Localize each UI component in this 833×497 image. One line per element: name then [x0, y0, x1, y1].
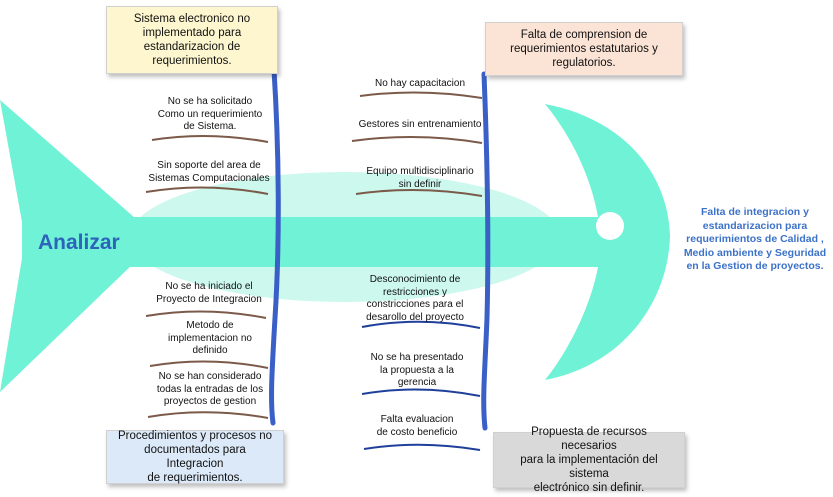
cause-text-line: constricciones para el — [366, 299, 464, 310]
category-text-line: Sistema electronico no — [133, 13, 251, 25]
twig-bottom-left-3 — [147, 411, 269, 419]
rib-bone-left — [269, 67, 281, 426]
cause-text-line: No se ha presentado — [370, 352, 464, 363]
cause-text-line: gerencia — [397, 377, 437, 388]
cause-text-line: Falta evaluacion — [380, 414, 454, 425]
category-box-top-right: Falta de comprension de requerimientos es… — [485, 22, 683, 76]
spine-label: Analizar — [38, 231, 120, 254]
effect-text-line: estandarizacion para — [702, 219, 808, 232]
twig-top-right-3 — [355, 188, 483, 197]
category-text-line: requerimientos estatutarios y — [510, 43, 658, 55]
twig-top-right-1 — [359, 91, 483, 99]
twig-top-left-1 — [151, 134, 269, 143]
category-box-bottom-left: Procedimientos y procesos no documentados… — [106, 430, 284, 484]
fish-spine — [22, 217, 552, 267]
cause-text-line: Metodo de — [186, 320, 234, 331]
twig-bottom-left-1 — [145, 310, 267, 319]
cause-text-line: todas la entradas de los — [156, 383, 264, 395]
category-text-line: regulatorios. — [552, 57, 616, 69]
category-text-line: Propuesta de recursos necesarios — [531, 426, 647, 452]
category-text-line: documentados para Integracion — [144, 444, 246, 470]
category-text-line: estandarizacion de — [143, 41, 241, 53]
cause-text-line: Gestores sin entrenamiento — [358, 119, 482, 130]
cause-text-line: Proyecto de Integracion — [156, 293, 262, 305]
cause-text-line: implementacion no — [168, 332, 252, 344]
category-text-line: de requerimientos. — [147, 472, 243, 484]
twig-bottom-right-3 — [363, 443, 481, 451]
cause-text-line: la propuesta a la — [380, 364, 454, 376]
twig-bottom-right-2 — [361, 388, 481, 397]
category-text-line: implementado para — [142, 27, 242, 39]
category-text-line: electrónico sin definir. — [533, 482, 645, 494]
twig-top-left-2 — [145, 186, 269, 195]
cause-top-right-1: No hay capacitacion — [350, 78, 490, 91]
fish-head — [540, 104, 670, 380]
cause-text-line: restricciones y — [383, 286, 447, 298]
cause-text-line: Equipo multidisciplinario — [366, 166, 474, 177]
category-text-line: requerimientos. — [152, 55, 232, 67]
effect-text-line: en la Gestion de proyectos. — [686, 260, 824, 272]
twig-top-right-2 — [351, 135, 483, 144]
cause-text-line: No se ha solicitado — [167, 96, 253, 107]
cause-text-line: Sistemas Computacionales — [148, 172, 270, 184]
cause-text-line: Como un requerimiento — [157, 108, 263, 120]
twig-bottom-right-1 — [361, 320, 481, 329]
cause-text-line: Desconocimiento de — [369, 274, 461, 285]
cause-text-line: desarollo del proyecto — [366, 311, 464, 323]
cause-text-line: Sin soporte del area de — [157, 160, 261, 171]
cause-text-line: sin definir — [398, 178, 442, 190]
category-text-line: para la implementación del sistema — [520, 454, 658, 480]
cause-text-line: de costo beneficio — [376, 426, 458, 438]
effect-text-line: Falta de integracion y — [701, 206, 809, 218]
category-text-line: Falta de comprension de — [520, 29, 648, 41]
cause-text-line: proyectos de gestion — [163, 396, 257, 407]
cause-text-line: No se ha iniciado el — [165, 281, 253, 292]
category-text-line: Procedimientos y procesos no — [117, 430, 273, 442]
twig-bottom-left-2 — [149, 360, 269, 369]
category-box-top-left: Sistema electronico no implementado para e… — [106, 6, 278, 74]
rib-bone-right — [481, 71, 491, 431]
fish-eye — [596, 212, 624, 240]
cause-top-right-2: Gestores sin entrenamiento — [345, 119, 495, 132]
effect-text-line: Medio ambiente y Seguridad — [683, 246, 827, 259]
cause-text-line: No se han considerado — [158, 371, 262, 382]
cause-text-line: No hay capacitacion — [374, 78, 466, 89]
cause-text-line: de Sistema. — [183, 121, 237, 132]
cause-text-line: definido — [192, 345, 228, 356]
effect-text-line: requerimientos de Calidad , — [686, 233, 824, 245]
